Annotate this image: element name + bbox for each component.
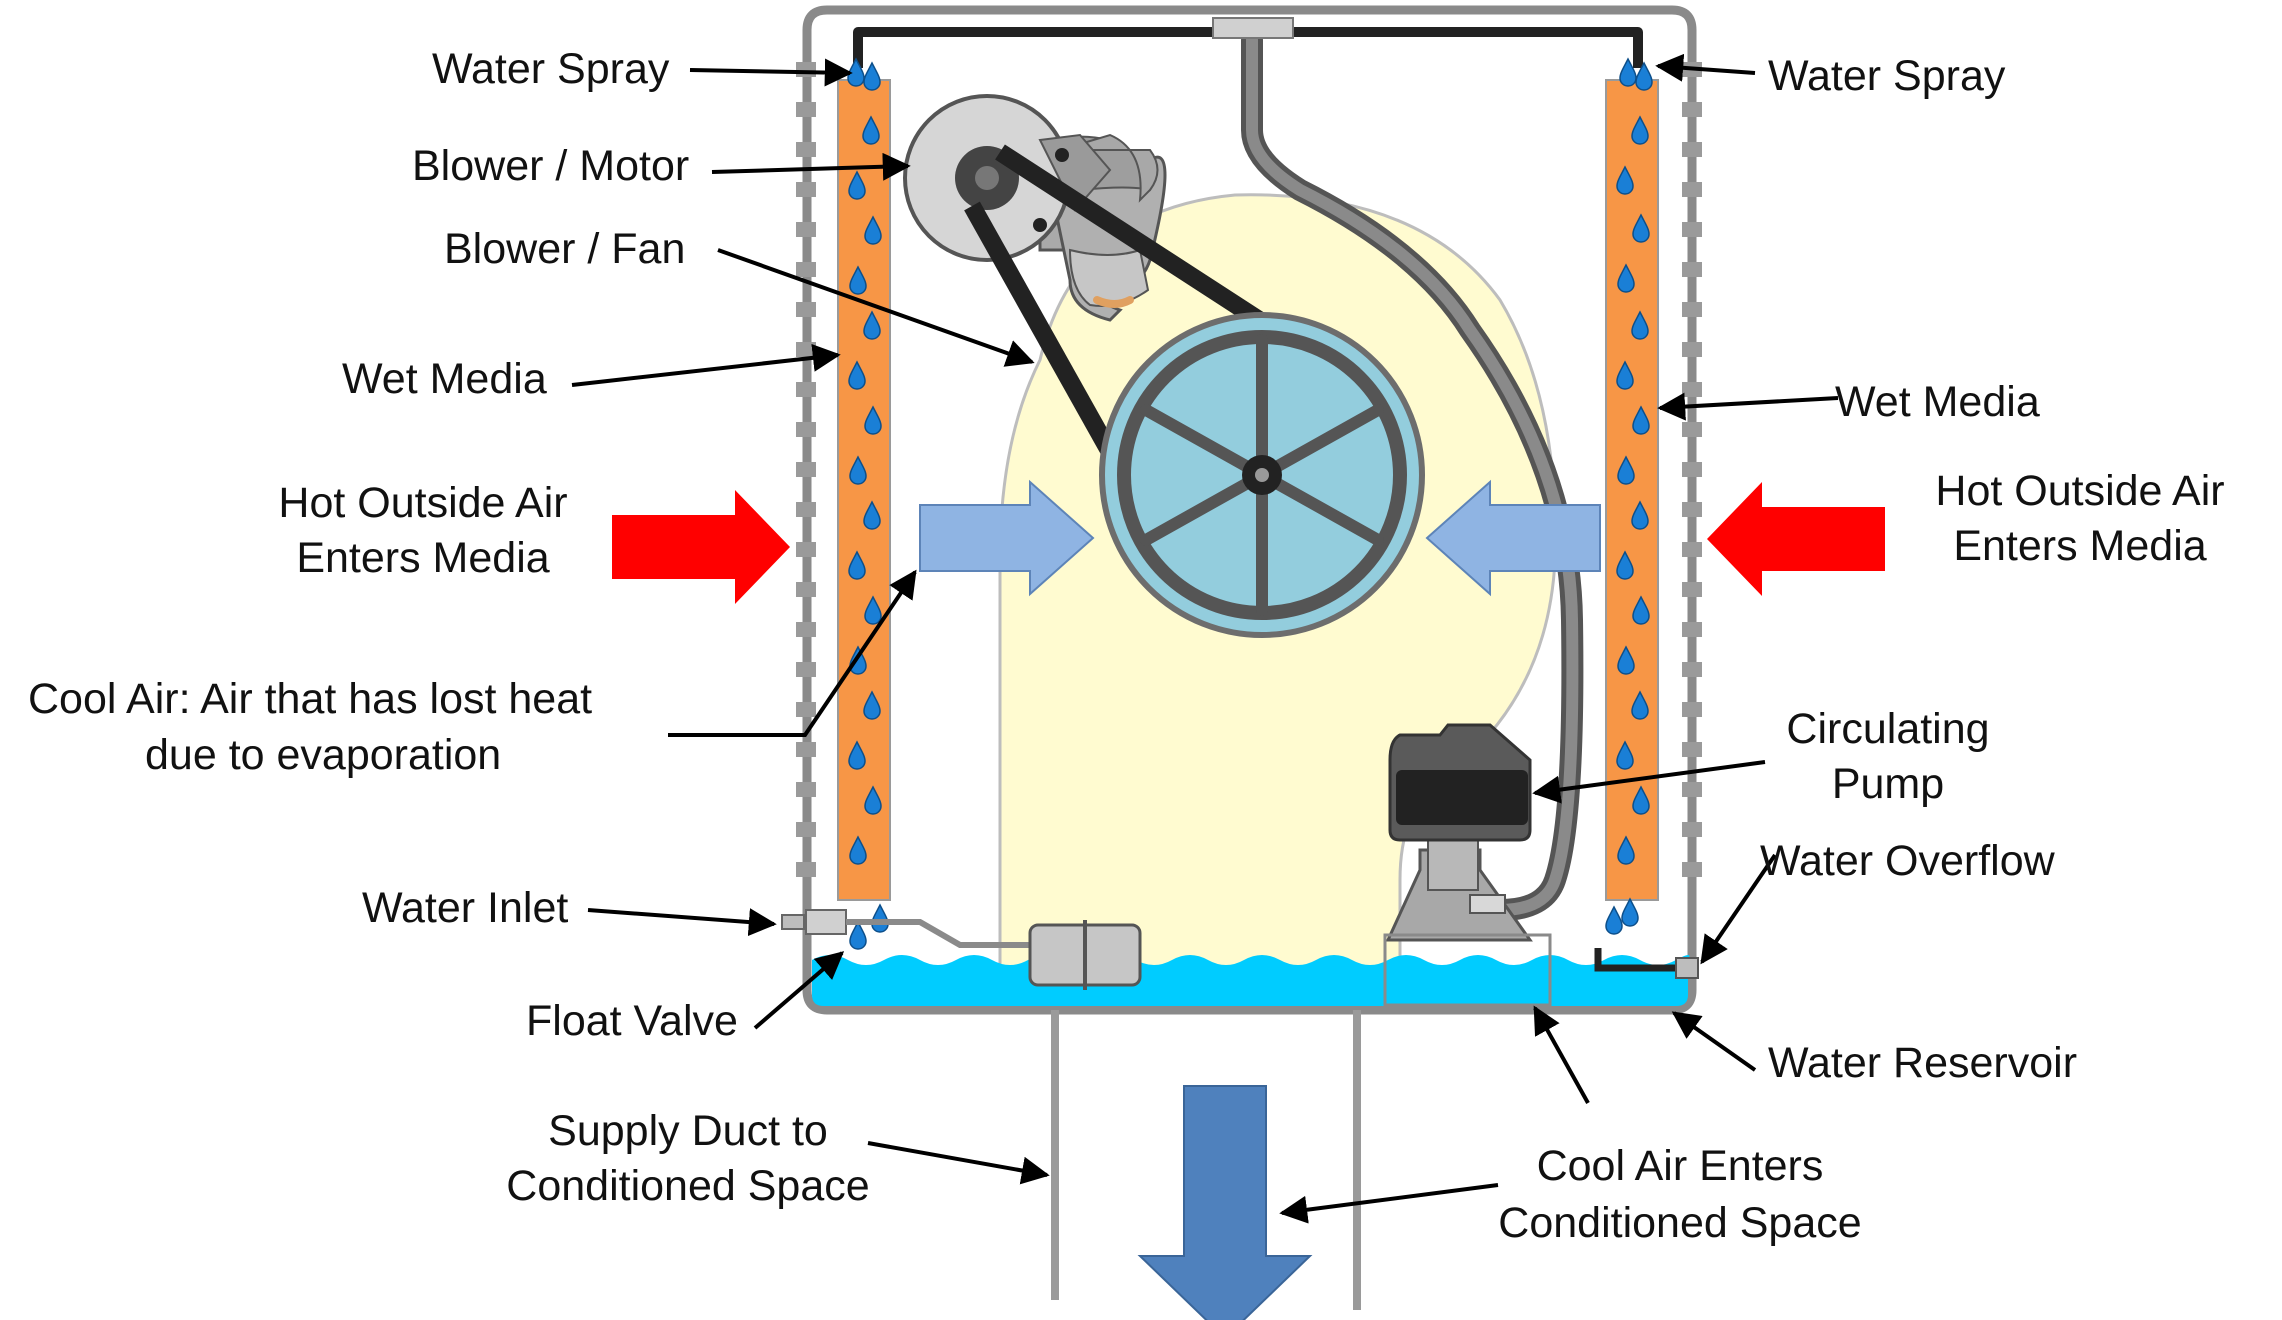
blower-motor [903, 94, 1167, 322]
label-float-valve: Float Valve [526, 997, 738, 1045]
label-blower-fan: Blower / Fan [444, 225, 685, 273]
label-water-reservoir: Water Reservoir [1768, 1039, 2077, 1087]
water-reservoir [812, 955, 1690, 1006]
label-blower-motor: Blower / Motor [412, 142, 689, 190]
label-hot-air-left-line2: Enters Media [296, 534, 549, 582]
water-overflow-pipe [1594, 948, 1699, 979]
leader-lines [571, 53, 1839, 1224]
cooler-housing [796, 5, 1702, 1015]
label-cool-air-line2: due to evaporation [145, 731, 501, 779]
label-supply-duct-line2: Conditioned Space [506, 1162, 869, 1210]
wet-media-left [837, 79, 891, 901]
blower-fan-wheel [1099, 312, 1425, 638]
internal-air-arrow-right [1425, 479, 1601, 597]
label-circulating-pump-line2: Pump [1832, 760, 1944, 808]
labels: Water Spray Water Spray Blower / Motor B… [28, 45, 2225, 1247]
circulating-pump [1383, 723, 1552, 1007]
label-wet-media-right: Wet Media [1835, 378, 2040, 426]
label-cool-air-line1: Cool Air: Air that has lost heat [28, 675, 592, 723]
left-louvers [796, 62, 816, 877]
float-valve [781, 909, 1142, 990]
label-wet-media-left: Wet Media [342, 355, 547, 403]
label-cool-air-enters-line1: Cool Air Enters [1537, 1142, 1824, 1190]
label-circulating-pump-line1: Circulating [1786, 705, 1989, 753]
hot-air-arrow-right [1707, 482, 1885, 596]
water-pipe [853, 17, 1643, 921]
supply-air-arrow [1137, 1085, 1313, 1320]
right-louvers [1682, 62, 1702, 877]
label-supply-duct-line1: Supply Duct to [548, 1107, 828, 1155]
label-hot-air-left-line1: Hot Outside Air [278, 479, 567, 527]
hot-air-arrow-left [612, 490, 790, 604]
label-water-spray-left: Water Spray [432, 45, 670, 93]
label-water-inlet: Water Inlet [362, 884, 568, 932]
label-water-overflow: Water Overflow [1760, 837, 2056, 885]
label-hot-air-right-line2: Enters Media [1953, 522, 2206, 570]
supply-duct [1051, 1010, 1361, 1310]
label-cool-air-enters-line2: Conditioned Space [1498, 1199, 1861, 1247]
internal-air-arrow-left [919, 479, 1095, 597]
label-hot-air-right-line1: Hot Outside Air [1935, 467, 2224, 515]
label-water-spray-right: Water Spray [1768, 52, 2006, 100]
